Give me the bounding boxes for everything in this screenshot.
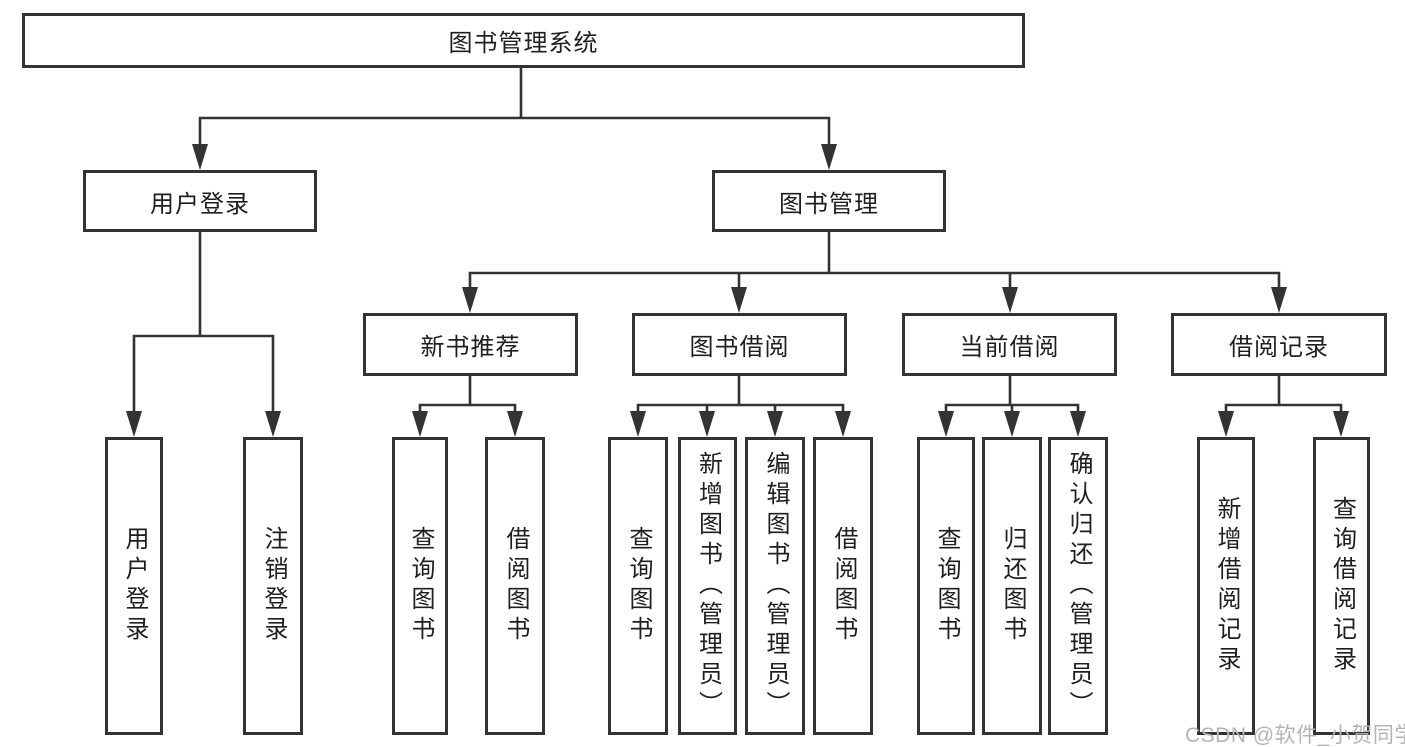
- arrow-down-icon: [126, 411, 142, 437]
- leaf-label: 新增借阅记录: [1213, 496, 1240, 676]
- arrow-down-icon: [192, 144, 208, 170]
- arrow-down-icon: [462, 287, 478, 313]
- leaf-label: 编辑图书（管理员）: [762, 451, 789, 721]
- arrow-down-icon: [821, 144, 837, 170]
- arrow-down-icon: [265, 411, 281, 437]
- leaf-add-borrow-record: 新增借阅记录: [1197, 437, 1255, 735]
- arrow-down-icon: [699, 411, 715, 437]
- arrow-down-icon: [630, 411, 646, 437]
- leaf-borrow-books: 借阅图书: [813, 437, 873, 735]
- leaf-user-login: 用户登录: [105, 437, 163, 735]
- node-user-login-branch: 用户登录: [83, 170, 317, 232]
- leaf-label: 确认归还（管理员）: [1065, 451, 1092, 721]
- node-library-management-system: 图书管理系统: [22, 13, 1025, 68]
- arrowheads: [126, 144, 1349, 437]
- leaf-confirm-return-admin: 确认归还（管理员）: [1048, 437, 1108, 735]
- connector-paths: [132, 66, 1343, 415]
- leaf-label: 查询图书: [625, 526, 652, 646]
- leaf-label: 新增图书（管理员）: [694, 451, 722, 721]
- leaf-add-books-admin: 新增图书（管理员）: [678, 437, 737, 735]
- leaf-query-borrow-record: 查询借阅记录: [1313, 437, 1370, 735]
- leaf-label: 用户登录: [121, 526, 148, 646]
- leaf-logout: 注销登录: [243, 437, 303, 735]
- leaf-query-books-current: 查询图书: [917, 437, 975, 735]
- node-book-borrowing: 图书借阅: [632, 313, 847, 376]
- arrow-down-icon: [938, 411, 954, 437]
- arrow-down-icon: [507, 411, 523, 437]
- leaf-label: 借阅图书: [830, 526, 857, 646]
- leaf-edit-books-admin: 编辑图书（管理员）: [745, 437, 805, 735]
- leaf-label: 归还图书: [999, 526, 1026, 646]
- leaf-return-books: 归还图书: [982, 437, 1042, 735]
- arrow-down-icon: [1218, 411, 1234, 437]
- leaf-query-books-recommend: 查询图书: [392, 437, 448, 735]
- csdn-watermark: CSDN @软件_小贺同学: [1185, 724, 1405, 747]
- leaf-label: 注销登录: [260, 526, 287, 646]
- leaf-label: 查询借阅记录: [1328, 496, 1356, 676]
- leaf-label: 查询图书: [933, 526, 960, 646]
- arrow-down-icon: [1070, 411, 1086, 437]
- arrow-down-icon: [731, 287, 747, 313]
- arrow-down-icon: [1333, 411, 1349, 437]
- arrow-down-icon: [767, 411, 783, 437]
- node-borrowing-records: 借阅记录: [1171, 313, 1387, 376]
- node-book-management-branch: 图书管理: [712, 170, 946, 232]
- node-new-book-recommendation: 新书推荐: [363, 313, 578, 376]
- arrow-down-icon: [1004, 411, 1020, 437]
- arrow-down-icon: [412, 411, 428, 437]
- node-current-borrowing: 当前借阅: [902, 313, 1117, 376]
- leaf-query-books-borrow: 查询图书: [608, 437, 668, 735]
- leaf-label: 借阅图书: [502, 526, 529, 646]
- arrow-down-icon: [835, 411, 851, 437]
- leaf-borrow-books-recommend: 借阅图书: [485, 437, 545, 735]
- arrow-down-icon: [1002, 287, 1018, 313]
- leaf-label: 查询图书: [407, 526, 434, 646]
- arrow-down-icon: [1271, 287, 1287, 313]
